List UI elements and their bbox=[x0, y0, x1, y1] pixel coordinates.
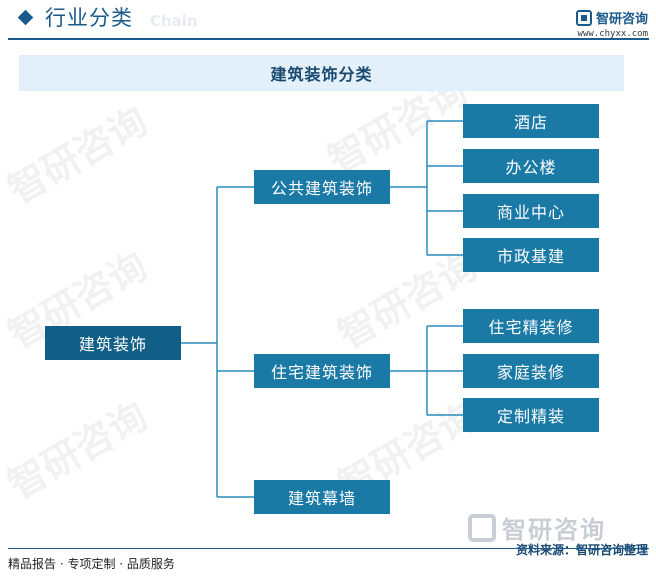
brand: 智研咨询 www.chyxx.com bbox=[575, 8, 648, 39]
brand-name: 智研咨询 bbox=[595, 12, 648, 27]
node-leaf-hotel: 酒店 bbox=[463, 104, 599, 138]
node-leaf-home-decoration: 家庭装修 bbox=[463, 354, 599, 388]
source-note: 资料来源：智研咨询整理 bbox=[515, 543, 648, 557]
node-leaf-municipal: 市政基建 bbox=[463, 238, 599, 272]
brand-logo-icon bbox=[575, 9, 592, 26]
footer-divider bbox=[8, 548, 649, 549]
footer-logo: 智研咨询 bbox=[468, 510, 606, 545]
node-leaf-custom-decoration: 定制精装 bbox=[463, 398, 599, 432]
section-title: 行业分类 bbox=[45, 6, 133, 30]
footer-logo-text: 智研咨询 bbox=[502, 516, 606, 544]
node-leaf-fine-decoration: 住宅精装修 bbox=[463, 309, 599, 343]
node-leaf-office: 办公楼 bbox=[463, 149, 599, 183]
footer-tagline: 精品报告 · 专项定制 · 品质服务 bbox=[8, 557, 175, 571]
node-leaf-commercial: 商业中心 bbox=[463, 194, 599, 228]
node-root: 建筑装饰 bbox=[45, 326, 181, 360]
header-ghost-text: Chain bbox=[150, 12, 198, 30]
header-divider bbox=[8, 38, 649, 40]
brand-url: www.chyxx.com bbox=[577, 29, 648, 39]
node-branch-curtain-wall: 建筑幕墙 bbox=[254, 480, 390, 514]
node-branch-public: 公共建筑装饰 bbox=[254, 170, 390, 204]
diagram-title: 建筑装饰分类 bbox=[19, 55, 624, 91]
node-branch-residential: 住宅建筑装饰 bbox=[254, 354, 390, 388]
footer-logo-icon bbox=[468, 513, 496, 542]
